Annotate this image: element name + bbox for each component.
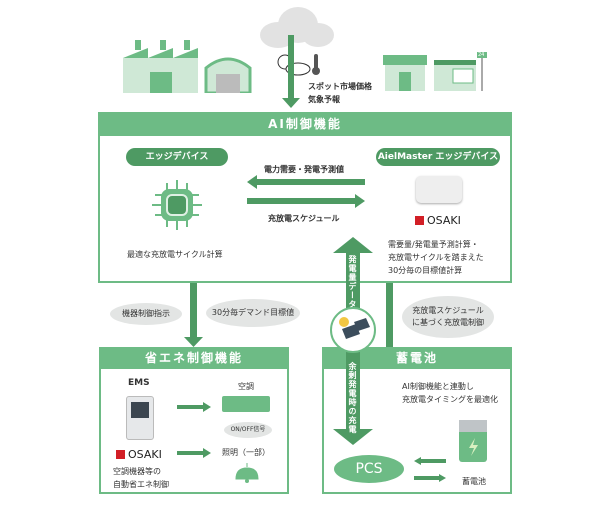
ai-control-title: AI制御機能 [98, 112, 512, 136]
osaki-logo: OSAKI [116, 448, 162, 461]
battery-title: 蓄電池 [322, 347, 512, 369]
oval-line-2: に基づく充放電制御 [412, 318, 484, 327]
on-off-signal-oval: ON/OFF信号 [224, 422, 272, 438]
aielmaster-device-image [416, 176, 462, 203]
weather-forecast-label: 気象予報 [308, 95, 340, 104]
ac-label: 空調 [238, 382, 254, 391]
right-arrow [177, 448, 211, 458]
arrow-head [333, 429, 373, 445]
up-arrow-head [333, 237, 373, 253]
energy-saving-title: 省エネ制御機能 [99, 347, 289, 369]
right-arrow [247, 194, 365, 208]
battery-label: 蓄電池 [462, 477, 486, 486]
cycle-calc-caption: 最適な充放電サイクル計算 [127, 250, 223, 259]
factory-icon [123, 40, 252, 93]
ems-label: EMS [128, 378, 150, 388]
arrow-head [184, 337, 203, 347]
left-arrow [247, 175, 365, 189]
osaki-text: OSAKI [128, 448, 162, 461]
pcs-button: PCS [334, 455, 404, 483]
arrow-head [282, 98, 300, 108]
cloud-icon [260, 7, 334, 48]
generation-data-up-arrow [346, 252, 360, 310]
control-down-arrow [190, 283, 197, 338]
market-price-label: スポット市場価格 [308, 82, 372, 91]
24h-sign-label: 24 [478, 52, 485, 58]
schedule-arrow-label: 充放電スケジュール [268, 214, 340, 223]
surplus-charge-label: 余剰発電時の充電 [348, 362, 357, 434]
device-control-oval: 機器制御指示 [110, 303, 182, 325]
ems-device-image [126, 396, 154, 440]
target-calc-caption-3: 30分毎の目標値計算 [388, 266, 463, 275]
osaki-text: OSAKI [427, 214, 461, 227]
aielmaster-label: AielMaster エッジデバイス [376, 148, 500, 166]
generation-data-label: 発電量データ [348, 255, 357, 309]
data-down-arrow [288, 35, 294, 100]
lamp-icon [235, 463, 259, 483]
air-conditioner-icon [222, 396, 270, 412]
target-calc-caption-2: 充放電サイクルを踏まえた [388, 253, 484, 262]
weather-icon [277, 54, 320, 76]
demand-target-oval: 30分毎デマンド目標値 [206, 299, 300, 327]
battery-caption-2: 充放電タイミングを最適化 [402, 395, 498, 404]
forecast-arrow-label: 電力需要・発電予測値 [264, 165, 344, 174]
solar-panel-icon [330, 307, 376, 353]
chip-icon [152, 180, 202, 230]
osaki-logo: OSAKI [415, 214, 461, 227]
oval-line-1: 充放電スケジュール [412, 306, 484, 315]
battery-icon [459, 420, 487, 462]
target-calc-caption-1: 需要量/発電量予測計算・ [388, 240, 479, 249]
edge-device-label: エッジデバイス [126, 148, 228, 166]
right-arrow [414, 474, 446, 482]
auto-saving-caption-2: 自動省エネ制御 [113, 480, 169, 489]
store-icon [383, 52, 487, 91]
auto-saving-caption-1: 空調機器等の [113, 467, 161, 476]
solar-panel-glyph [339, 317, 370, 339]
battery-caption-1: AI制御機能と連動し [402, 382, 474, 391]
schedule-control-oval: 充放電スケジュールに基づく充放電制御 [402, 296, 494, 338]
left-arrow [414, 457, 446, 465]
right-arrow [177, 402, 211, 412]
lighting-label: 照明（一部） [222, 448, 270, 457]
surplus-charge-down-arrow [346, 350, 360, 430]
